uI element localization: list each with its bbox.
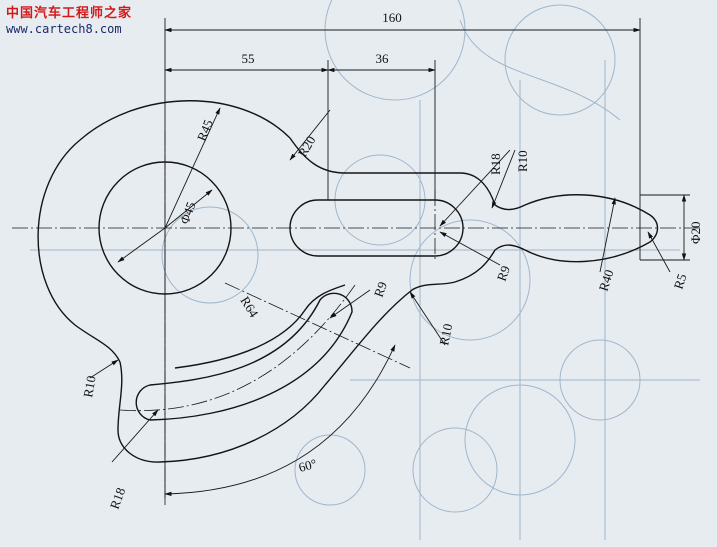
center-lines <box>12 130 700 505</box>
straight-slot <box>289 199 464 257</box>
label-phi20: Φ20 <box>688 221 703 244</box>
leader-phi45 <box>164 189 213 229</box>
label-r64: R64 <box>237 294 261 321</box>
leader-r40 <box>599 197 616 273</box>
leader-r10-left <box>89 359 119 379</box>
leader-r9-arc <box>329 289 371 319</box>
label-r45: R45 <box>194 117 216 143</box>
label-r40: R40 <box>596 268 617 293</box>
watermark-site-name: 中国汽车工程师之家 <box>6 6 133 21</box>
leader-r9-right <box>439 231 501 266</box>
label-60-degree: 60° <box>297 456 318 475</box>
leader-phi45-back <box>117 227 166 263</box>
label-r10-left: R10 <box>80 375 99 399</box>
leader-r20 <box>289 109 331 161</box>
leader-r18-top <box>439 149 511 227</box>
leader-r18-bottom <box>111 409 159 463</box>
label-55: 55 <box>242 51 255 66</box>
dimension-labels: 160 55 36 R45 R20 Φ45 R18 R10 Φ20 R9 R9 … <box>80 10 703 511</box>
curved-slot <box>135 292 353 421</box>
label-phi45: Φ45 <box>177 200 199 226</box>
label-r9-arc: R9 <box>371 280 390 299</box>
label-r5: R5 <box>671 272 690 291</box>
leader-r45 <box>164 107 221 229</box>
leader-r10-top <box>491 149 516 209</box>
site-watermark: 中国汽车工程师之家 www.cartech8.com <box>6 6 132 37</box>
label-r18-top: R18 <box>488 153 503 175</box>
label-r9-right: R9 <box>494 264 513 283</box>
label-r10-mid: R10 <box>436 322 455 346</box>
hook-outer-edge <box>117 361 326 463</box>
lower-neck-edge <box>324 249 496 386</box>
leader-r5 <box>647 231 671 273</box>
dimension-lines <box>89 18 690 498</box>
label-r20: R20 <box>295 133 319 159</box>
background-ghost-drawing <box>30 0 700 540</box>
label-r18-bottom: R18 <box>107 486 129 511</box>
label-r10-top: R10 <box>515 150 530 172</box>
upper-neck-edge <box>289 137 496 206</box>
label-36: 36 <box>376 51 390 66</box>
label-160: 160 <box>382 10 402 25</box>
leader-r10-mid <box>409 291 446 346</box>
dim-arc-60deg <box>164 344 396 497</box>
watermark-url: www.cartech8.com <box>6 22 122 37</box>
right-bulb <box>494 194 659 263</box>
outer-lobe-r45 <box>37 100 291 363</box>
